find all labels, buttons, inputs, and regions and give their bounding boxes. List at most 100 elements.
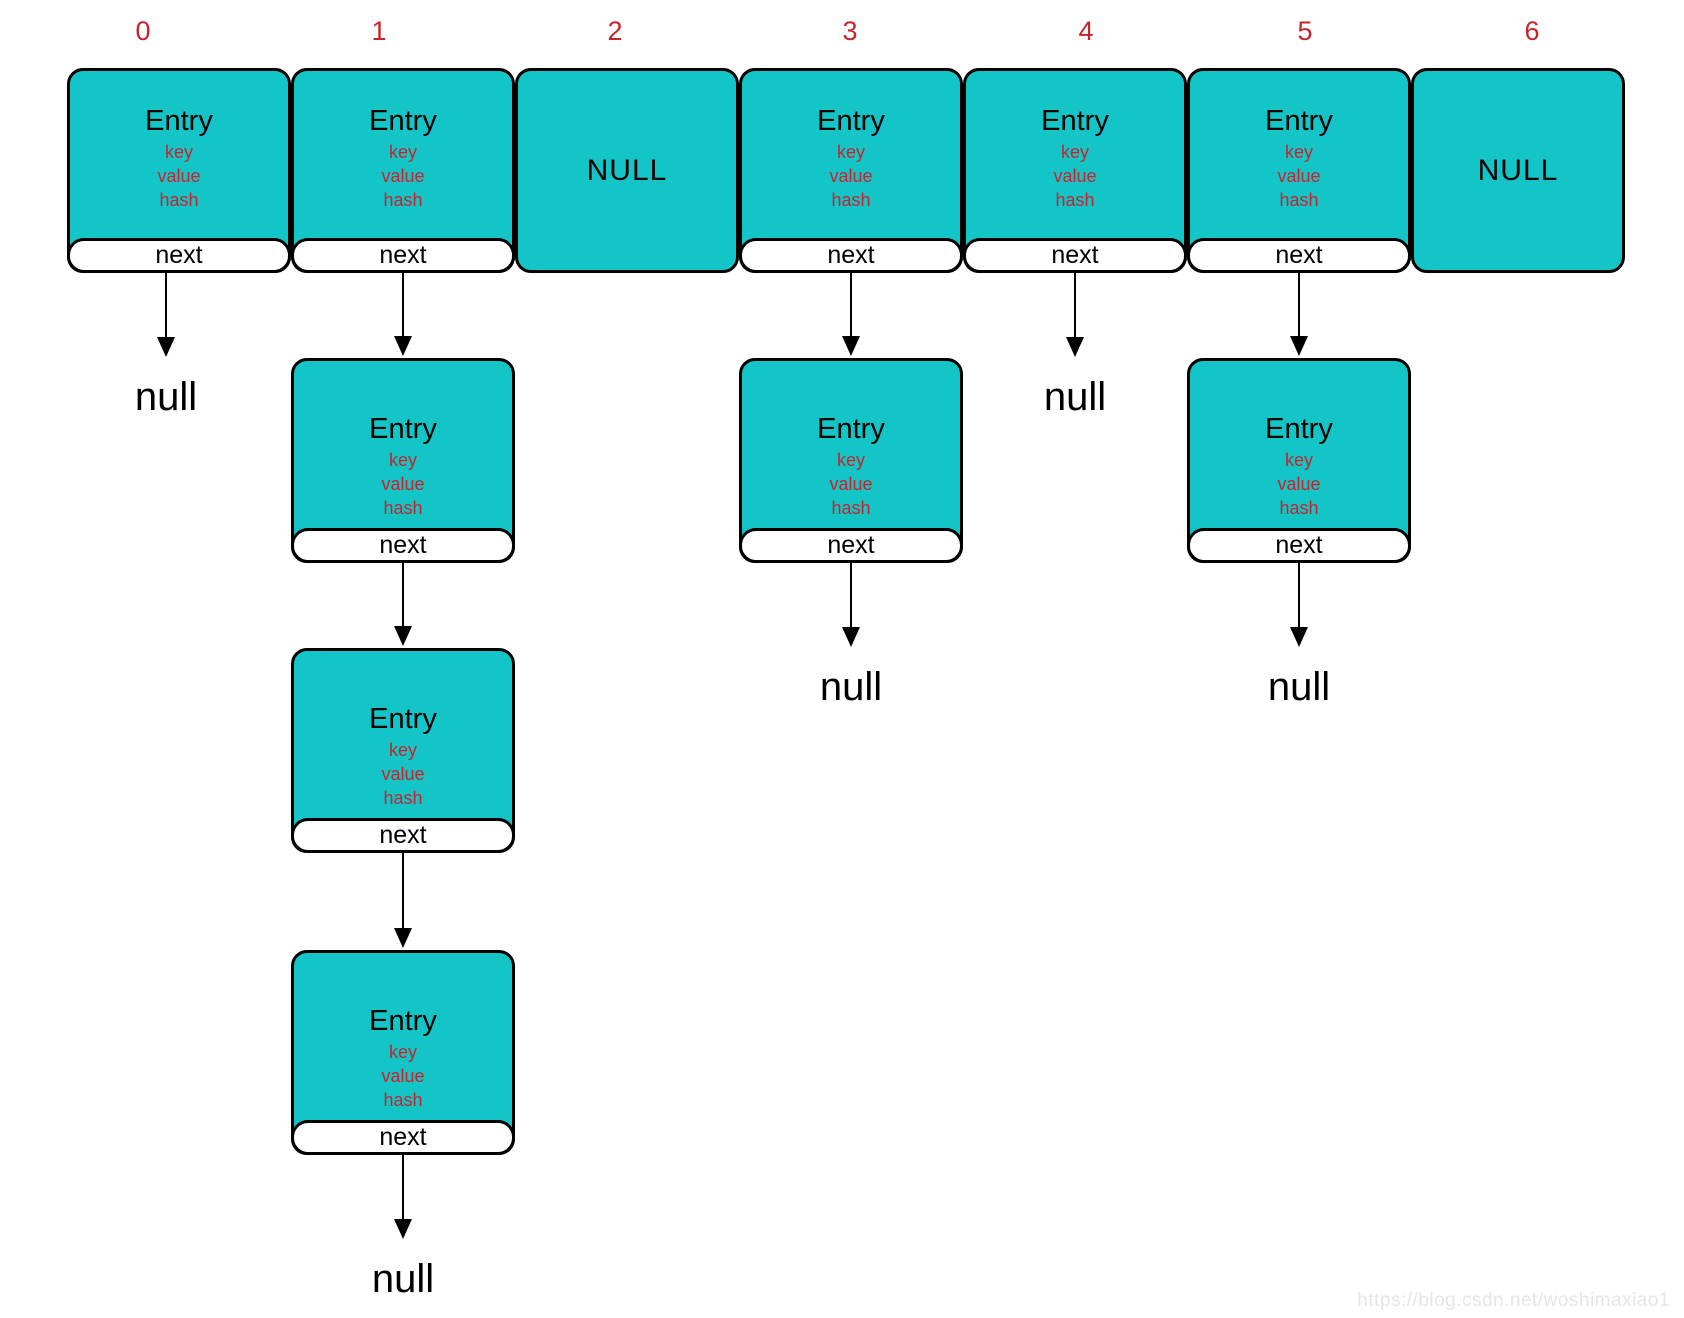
entry-fields: key value hash bbox=[294, 738, 512, 810]
entry-field-hash: hash bbox=[383, 1090, 423, 1110]
arrow-head-icon bbox=[394, 928, 412, 948]
entry-field-key: key bbox=[164, 142, 193, 162]
entry-field-key: key bbox=[388, 1042, 417, 1062]
entry-field-value: value bbox=[1277, 166, 1321, 186]
entry-field-hash: hash bbox=[831, 498, 871, 518]
entry-title-label: Entry bbox=[1265, 413, 1333, 445]
entry-field-hash: hash bbox=[1279, 498, 1319, 518]
arrow-head-icon bbox=[1290, 627, 1308, 647]
next-label: next bbox=[1275, 241, 1323, 269]
next-pointer-slot: next bbox=[963, 238, 1187, 273]
arrow-head-icon bbox=[394, 1219, 412, 1239]
entry-field-hash: hash bbox=[383, 498, 423, 518]
entry-field-hash: hash bbox=[159, 190, 199, 210]
entry-title-label: Entry bbox=[145, 105, 213, 137]
entry-field-value: value bbox=[381, 474, 425, 494]
next-pointer-slot: next bbox=[291, 238, 515, 273]
entry-field-value: value bbox=[157, 166, 201, 186]
null-pointer-label: null bbox=[819, 665, 883, 709]
null-pointer-label: null bbox=[134, 375, 198, 419]
entry-title-label: Entry bbox=[1265, 105, 1333, 137]
bucket-index-label: 2 bbox=[607, 16, 623, 46]
next-pointer-slot: next bbox=[291, 528, 515, 563]
entry-field-value: value bbox=[381, 1066, 425, 1086]
entry-field-key: key bbox=[836, 450, 865, 470]
entry-node: Entry key value hash next bbox=[291, 950, 515, 1155]
next-label: next bbox=[155, 241, 203, 269]
null-pointer-label: null bbox=[1267, 665, 1331, 709]
arrow-line bbox=[402, 1155, 404, 1221]
watermark-link: https://blog.csdn.net/woshimaxiao1 bbox=[1357, 1290, 1670, 1311]
arrow-head-icon bbox=[394, 336, 412, 356]
arrow-head-icon bbox=[842, 627, 860, 647]
entry-node: Entry key value hash next bbox=[291, 648, 515, 853]
arrow-line bbox=[402, 853, 404, 930]
entry-field-hash: hash bbox=[383, 788, 423, 808]
entry-fields: key value hash bbox=[294, 1040, 512, 1112]
next-pointer-slot: next bbox=[67, 238, 291, 273]
bucket-index-label: 3 bbox=[842, 16, 858, 46]
entry-node: Entry key value hash next bbox=[963, 68, 1187, 273]
arrow-head-icon bbox=[394, 626, 412, 646]
next-pointer-slot: next bbox=[739, 528, 963, 563]
next-pointer-slot: next bbox=[291, 1120, 515, 1155]
entry-field-hash: hash bbox=[383, 190, 423, 210]
arrow-head-icon bbox=[1290, 336, 1308, 356]
bucket-index-label: 5 bbox=[1297, 16, 1313, 46]
next-label: next bbox=[1051, 241, 1099, 269]
entry-title-label: Entry bbox=[817, 413, 885, 445]
entry-field-key: key bbox=[388, 740, 417, 760]
entry-field-value: value bbox=[381, 764, 425, 784]
arrow-line bbox=[402, 273, 404, 338]
entry-title-label: Entry bbox=[1041, 105, 1109, 137]
entry-field-key: key bbox=[1060, 142, 1089, 162]
arrow-line bbox=[1298, 273, 1300, 338]
entry-title-label: Entry bbox=[817, 105, 885, 137]
entry-title-label: Entry bbox=[369, 1005, 437, 1037]
next-pointer-slot: next bbox=[291, 818, 515, 853]
entry-field-value: value bbox=[829, 474, 873, 494]
next-pointer-slot: next bbox=[739, 238, 963, 273]
arrow-head-icon bbox=[842, 336, 860, 356]
entry-field-value: value bbox=[1277, 474, 1321, 494]
arrow-line bbox=[402, 563, 404, 628]
null-pointer-label: null bbox=[1043, 375, 1107, 419]
entry-title-label: Entry bbox=[369, 105, 437, 137]
bucket-index-label: 0 bbox=[135, 16, 151, 46]
entry-fields: key value hash bbox=[742, 448, 960, 520]
entry-fields: key value hash bbox=[966, 140, 1184, 212]
arrow-line bbox=[1298, 563, 1300, 629]
entry-field-hash: hash bbox=[1055, 190, 1095, 210]
next-label: next bbox=[379, 531, 427, 559]
entry-field-value: value bbox=[829, 166, 873, 186]
next-label: next bbox=[379, 241, 427, 269]
next-label: next bbox=[827, 531, 875, 559]
next-label: next bbox=[827, 241, 875, 269]
bucket-index-label: 1 bbox=[371, 16, 387, 46]
bucket-index-label: 4 bbox=[1078, 16, 1094, 46]
bucket-index-label: 6 bbox=[1524, 16, 1540, 46]
entry-field-value: value bbox=[381, 166, 425, 186]
null-bucket-node: NULL bbox=[515, 68, 739, 273]
entry-node: Entry key value hash next bbox=[67, 68, 291, 273]
arrow-head-icon bbox=[1066, 337, 1084, 357]
entry-field-hash: hash bbox=[1279, 190, 1319, 210]
next-label: next bbox=[379, 1123, 427, 1151]
entry-node: Entry key value hash next bbox=[739, 358, 963, 563]
entry-node: Entry key value hash next bbox=[1187, 68, 1411, 273]
entry-title-label: Entry bbox=[369, 703, 437, 735]
arrow-line bbox=[1074, 273, 1076, 339]
next-pointer-slot: next bbox=[1187, 238, 1411, 273]
entry-field-value: value bbox=[1053, 166, 1097, 186]
entry-field-key: key bbox=[1284, 142, 1313, 162]
entry-field-key: key bbox=[836, 142, 865, 162]
